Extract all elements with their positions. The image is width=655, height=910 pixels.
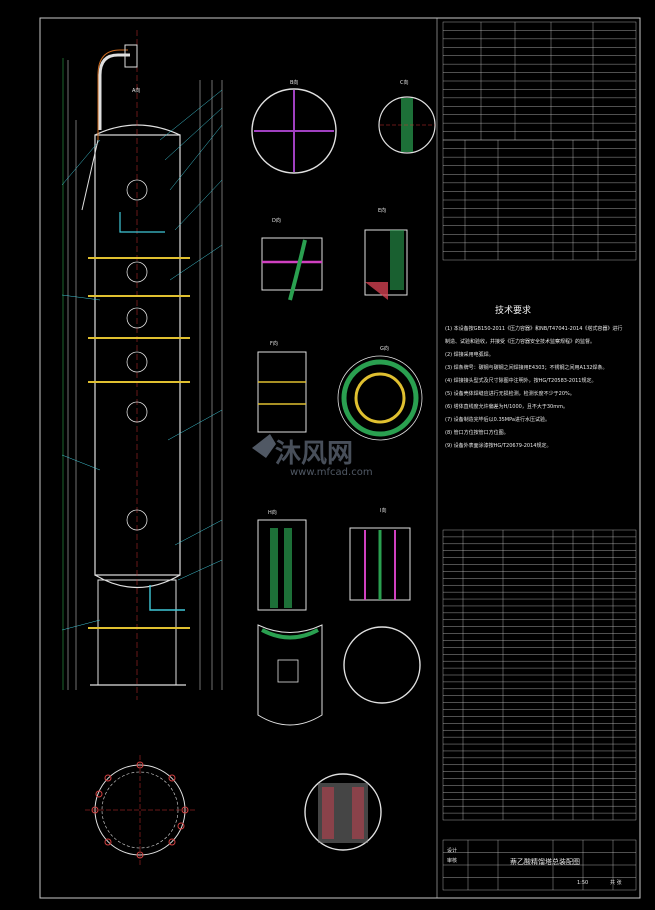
sheet-label: 共 张 — [610, 879, 622, 886]
tech-requirement-line: (2) 焊接采用电弧焊。 — [445, 351, 494, 358]
detail-views — [251, 88, 436, 851]
section-label: C向 — [400, 79, 409, 86]
data-tables — [442, 21, 637, 891]
section-label: H向 — [268, 509, 277, 516]
tech-requirement-line: (6) 塔体直线度允许偏差为H/1000，且不大于30mm。 — [445, 403, 568, 410]
design-label: 设计 — [447, 847, 457, 854]
section-label: D向 — [272, 217, 281, 224]
tech-requirement-line: (4) 焊接接头型式及尺寸除图中注明外，按HG/T20583-2011规定。 — [445, 377, 596, 384]
section-label: I向 — [380, 507, 386, 514]
check-label: 审核 — [447, 857, 457, 864]
section-label: A向 — [132, 87, 140, 94]
section-label: E向 — [378, 207, 386, 214]
tech-requirement-line: (7) 设备制造完毕后以0.35MPa进行水压试验。 — [445, 416, 550, 423]
scale-value: 1:50 — [577, 880, 588, 886]
watermark: 沐风网 www.mfcad.com — [252, 434, 373, 478]
nozzle-orientation-plan — [85, 755, 195, 865]
tech-requirement-line: (9) 设备外表面涂漆按HG/T20679-2014规定。 — [445, 442, 551, 449]
tower-elevation — [61, 30, 223, 700]
right-column-border — [436, 17, 641, 899]
section-label: F向 — [270, 340, 278, 347]
tech-requirement-line: (8) 管口方位按管口方位图。 — [445, 429, 509, 436]
drawing-title: 萘乙酸精馏塔总装配图 — [510, 857, 580, 866]
watermark-url: www.mfcad.com — [290, 467, 373, 478]
section-label: G向 — [380, 345, 389, 352]
section-label: B向 — [290, 79, 298, 86]
tech-requirements-text: (1) 本设备按GB150-2011《压力容器》和NB/T47041-2014《… — [445, 325, 622, 449]
section-labels: A向 B向 C向 D向 E向 F向 G向 H向 I向 — [132, 79, 409, 516]
watermark-brand: 沐风网 — [275, 439, 353, 469]
tech-requirement-line: (5) 设备壳体焊缝应进行无损检测，检测长度不少于20%。 — [445, 390, 575, 397]
tech-requirement-line: (1) 本设备按GB150-2011《压力容器》和NB/T47041-2014《… — [445, 325, 622, 332]
tech-requirement-line: (3) 焊条牌号：碳钢与碳钢之间焊接用E4303；不锈钢之间用A132焊条。 — [445, 364, 608, 371]
tech-requirements-heading: 技术要求 — [495, 304, 531, 316]
tech-requirement-line: 制造、试验和验收，并接受《压力容器安全技术监察规程》的监督。 — [445, 338, 595, 345]
